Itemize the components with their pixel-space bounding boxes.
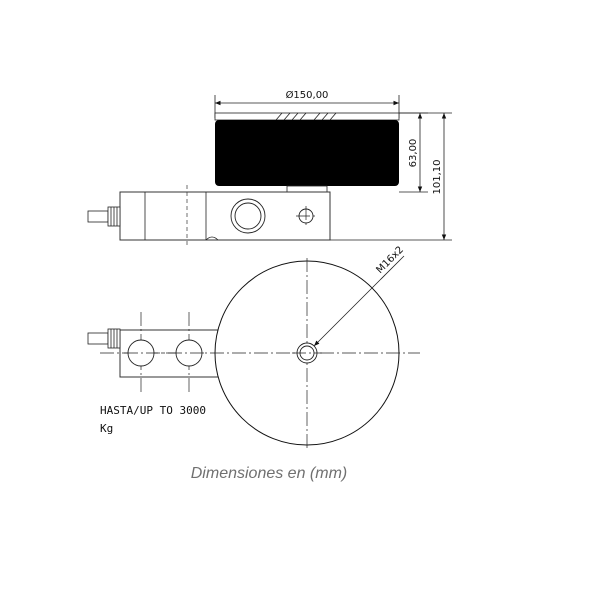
caption: Dimensiones en (mm) xyxy=(191,465,347,482)
load-button-body xyxy=(215,120,399,186)
diameter-label: Ø150,00 xyxy=(286,89,329,101)
load-button-top xyxy=(214,112,400,121)
cable-connector-side xyxy=(87,206,121,227)
cable-connector-top xyxy=(87,328,121,349)
mount-neck xyxy=(286,185,328,193)
top-height-dimension: 63,00 xyxy=(399,112,428,193)
top-height-label: 63,00 xyxy=(408,139,419,168)
top-hatching xyxy=(275,112,337,121)
thread-label: M16x2 xyxy=(374,244,406,276)
hole-outer xyxy=(230,198,266,234)
side-view: Ø150,00 xyxy=(87,89,452,245)
total-height-dimension: 101,10 xyxy=(330,112,452,241)
top-view: M16x2 HASTA/UP TO 3000 Kg xyxy=(87,244,420,450)
diameter-dimension: Ø150,00 xyxy=(214,89,400,118)
hole-inner xyxy=(234,202,262,230)
beam-side xyxy=(119,191,331,241)
total-height-label: 101,10 xyxy=(432,160,443,195)
capacity-note: HASTA/UP TO 3000 xyxy=(100,404,206,417)
capacity-unit: Kg xyxy=(100,422,113,435)
